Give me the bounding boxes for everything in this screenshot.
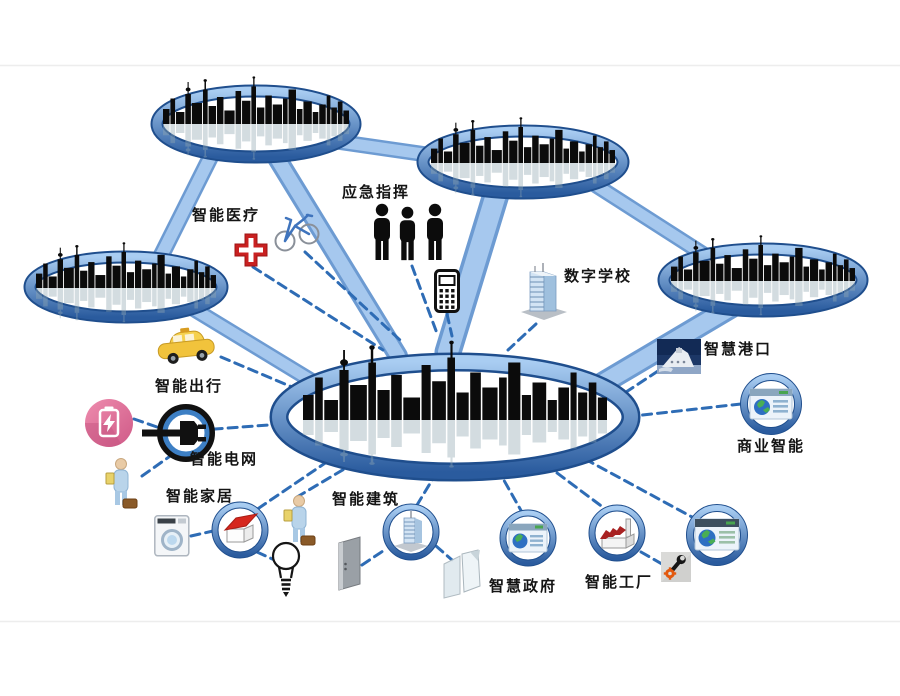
label-smart-factory: 智能工厂 [585,573,654,591]
city-node-top-left [150,76,362,164]
label-smart-port: 智慧港口 [704,340,773,358]
ship-icon [657,339,701,374]
smart-building-icon [382,503,440,561]
enterprise-portal-icon [686,504,748,566]
power-plug-icon [142,404,215,462]
label-smart-travel: 智能出行 [155,377,224,395]
door-icon [338,536,361,591]
city-node-right [657,235,869,318]
light-bulb-icon [271,541,301,597]
label-smart-government: 智慧政府 [489,577,558,595]
red-cross-icon [234,233,268,267]
label-digital-school: 数字学校 [564,267,633,285]
label-smart-home: 智能家居 [166,487,235,505]
wrench-gear-icon [661,552,691,582]
label-business-intelligence: 商业智能 [737,437,806,455]
city-node-center [269,340,641,482]
person-briefcase-icon [283,495,316,546]
washing-machine-icon [154,515,190,557]
smart-factory-icon [588,504,646,562]
window-panes-icon [443,549,481,599]
city-node-top-right [416,117,630,200]
government-portal-icon [499,509,557,567]
person-briefcase-icon [105,458,138,509]
battery-icon [84,399,133,448]
label-smart-medical: 智能医疗 [192,206,261,224]
label-smart-building: 智能建筑 [332,490,401,508]
label-smart-grid: 智能电网 [190,450,259,468]
label-emergency-command: 应急指挥 [342,183,411,201]
city-node-left [23,242,229,324]
school-building-icon [521,263,567,320]
bicycle-icon [274,213,320,252]
people-group-icon [374,203,443,261]
taxi-icon [157,327,215,364]
mobile-phone-icon [434,269,460,313]
business-intelligence-icon [740,373,802,435]
house-icon [211,501,269,559]
